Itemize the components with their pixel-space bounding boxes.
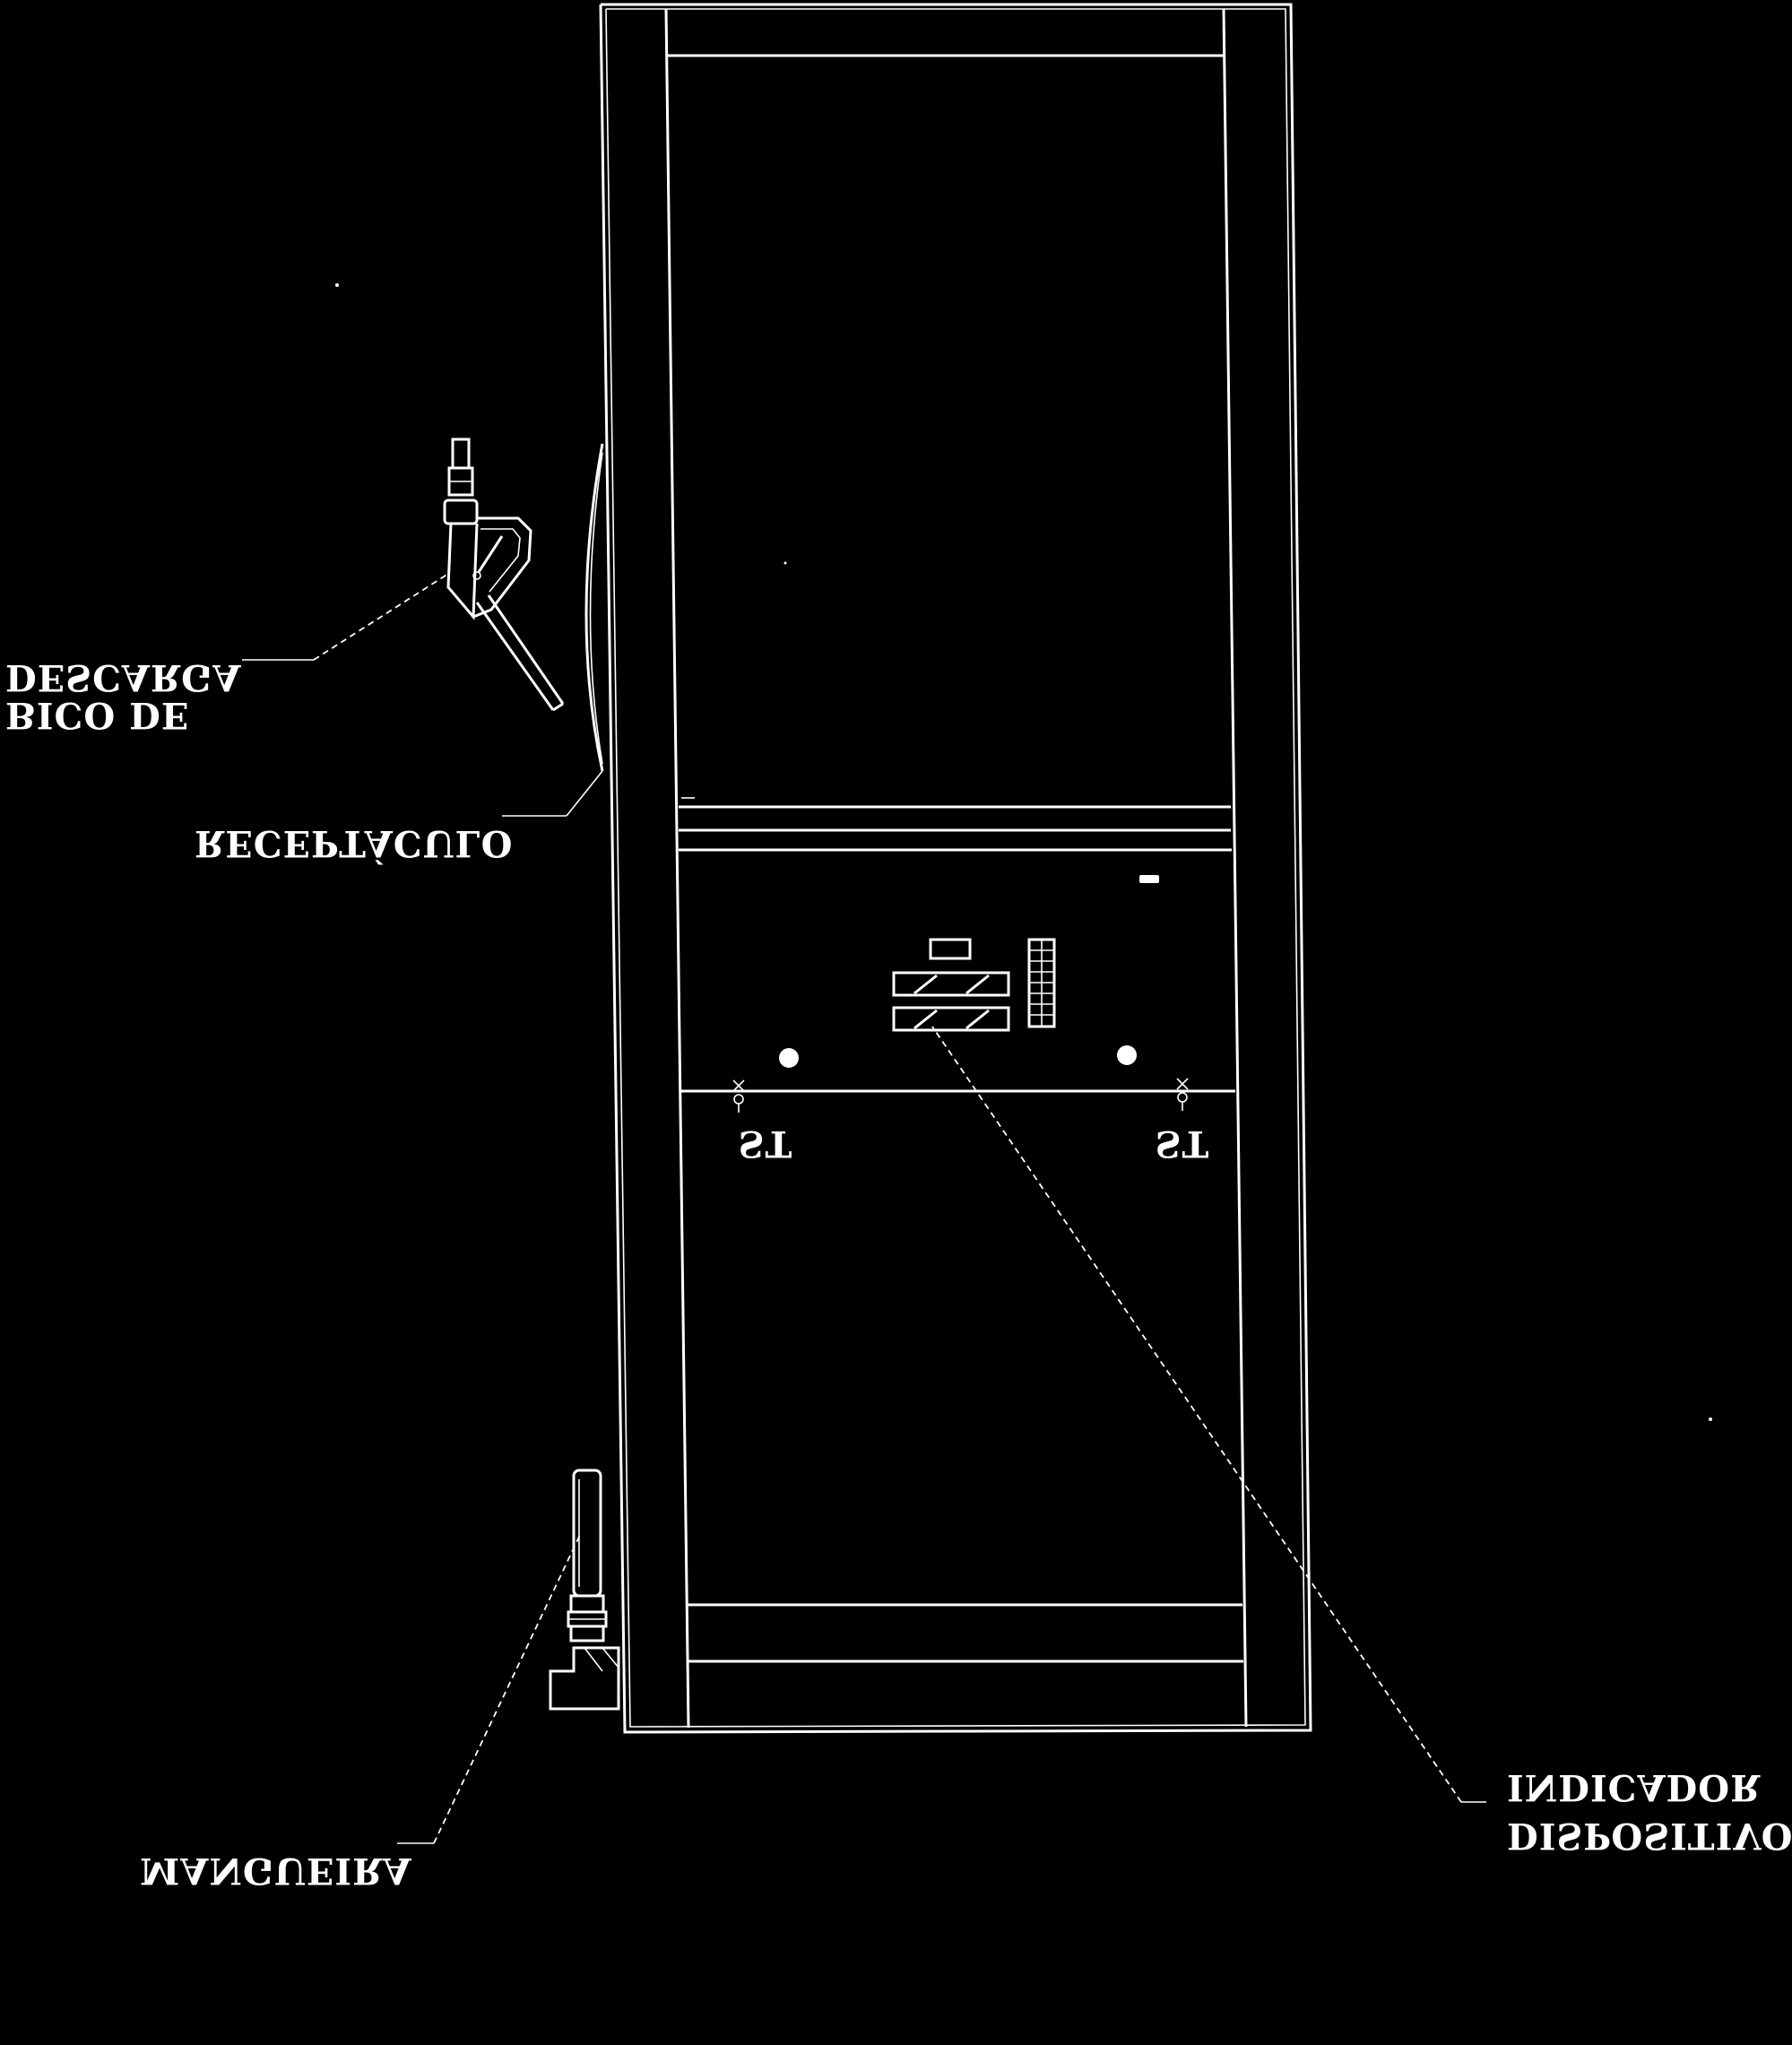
seal-right: [1176, 1078, 1189, 1111]
nozzle: [443, 438, 565, 712]
screw-left: [779, 1048, 799, 1068]
counter-window-top: [892, 971, 1010, 997]
leader-nozzle: [242, 573, 449, 661]
leader-hose: [397, 1534, 581, 1844]
leader-receptacle: [502, 770, 603, 817]
label-receptacle: RECEPTÁCULO: [195, 822, 513, 864]
label-hose: MANGUEIRA: [140, 1850, 411, 1892]
counter-window-bottom: [892, 1006, 1010, 1032]
seal-left-label: ST: [739, 1122, 793, 1165]
label-indicator-line2: DISPOSITIVO: [1507, 1815, 1792, 1857]
label-indicator-line1: INDICADOR: [1507, 1766, 1761, 1808]
cabinet: [599, 3, 1312, 1734]
indicator-panel: [779, 875, 1159, 1068]
label-nozzle-line1: DESCARGA: [5, 656, 241, 698]
keypad: [1027, 938, 1056, 1028]
label-nozzle-line2: BICO DE: [5, 694, 189, 736]
receptacle: [584, 443, 604, 772]
screw-right: [1117, 1045, 1137, 1065]
seal-left: [732, 1079, 745, 1113]
seal-right-label: ST: [1156, 1122, 1210, 1165]
leader-indicator: [931, 1026, 1486, 1803]
hose: [549, 1469, 620, 1711]
